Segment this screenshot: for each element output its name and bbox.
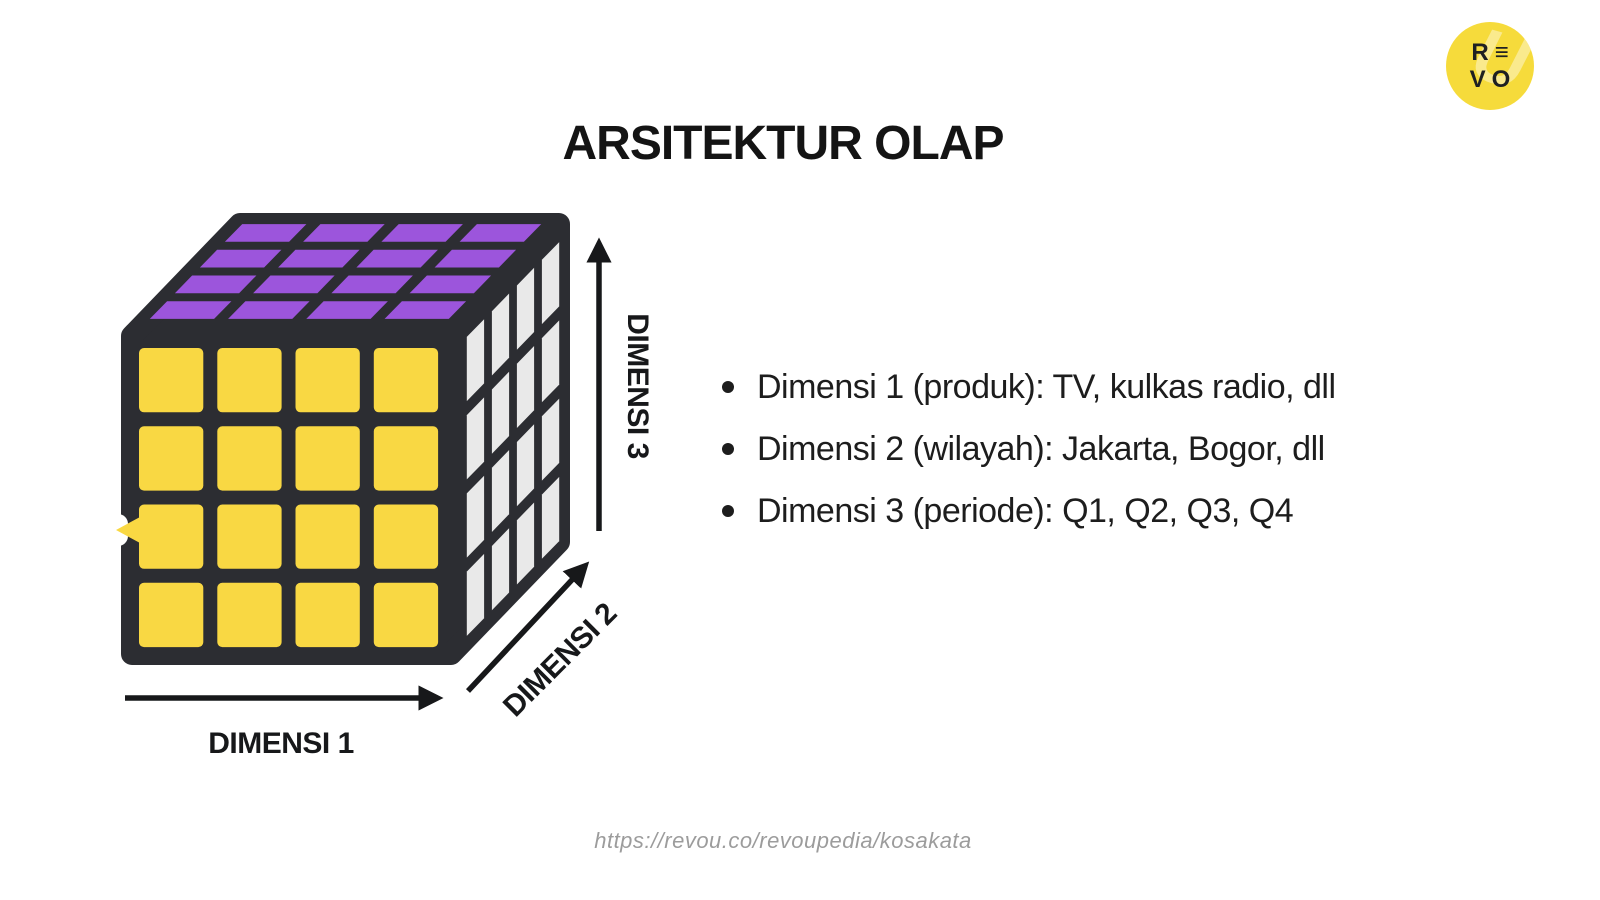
cube-tile-top (306, 301, 388, 319)
source-url: https://revou.co/revoupedia/kosakata (594, 828, 972, 853)
cube-tile-front (295, 504, 360, 569)
cube-tile-front (373, 582, 439, 648)
cube-notch-wedge (116, 517, 140, 543)
cube-tile-front (373, 348, 439, 413)
cube-tile-side (466, 553, 485, 636)
dimensi1-label: DIMENSI 1 (208, 727, 354, 760)
revou-logo: U R≡ VO (1446, 22, 1534, 110)
cube-tile-top (278, 249, 360, 268)
dimensi3-label: DIMENSI 3 (621, 313, 654, 459)
cube-tile-side (466, 397, 485, 480)
cube-tile-top (356, 249, 438, 268)
list-item: Dimensi 1 (produk): TV, kulkas radio, dl… (722, 356, 1336, 418)
cube-tile-front (295, 348, 360, 413)
cube-tile-front (139, 426, 204, 491)
olap-cube-diagram: DIMENSI 1 DIMENSI 2 DIMENSI 3 (106, 213, 654, 760)
cube-tile-top (409, 275, 492, 294)
cube-tile-side (541, 320, 560, 403)
cube-tile-side (491, 371, 510, 454)
list-item: Dimensi 2 (wilayah): Jakarta, Bogor, dll (722, 418, 1336, 480)
cube-tile-top (199, 249, 282, 268)
cube-tile-side (466, 319, 485, 402)
cube-tile-side (516, 424, 535, 507)
cube-tile-side (541, 398, 560, 481)
bullet-dot (722, 443, 734, 455)
cube-tile-top (459, 224, 542, 242)
cube-tile-front (139, 582, 204, 648)
cube-tile-front (217, 582, 282, 648)
cube-tile-front (373, 426, 439, 491)
cube-tile-front (139, 504, 204, 569)
cube-tile-front (295, 426, 360, 491)
bullet-text: Dimensi 1 (produk): TV, kulkas radio, dl… (757, 367, 1336, 406)
dimensi2-label: DIMENSI 2 (497, 597, 623, 723)
cube-tile-front (217, 504, 282, 569)
cube-tile-side (491, 293, 510, 376)
cube-tile-side (491, 450, 510, 532)
cube-tile-side (516, 502, 535, 585)
bullet-dot (722, 505, 734, 517)
cube-tile-top (331, 275, 413, 294)
cube-tile-side (541, 476, 560, 559)
cube-tile-front (217, 348, 282, 413)
cube-tile-top (384, 301, 467, 319)
rubik-cube-illustration (106, 213, 570, 665)
logo-row-bottom: VO (1469, 66, 1517, 93)
cube-tile-side (541, 242, 560, 325)
bullet-dot (722, 381, 734, 393)
bullet-text: Dimensi 3 (periode): Q1, Q2, Q3, Q4 (757, 491, 1294, 530)
bullet-text: Dimensi 2 (wilayah): Jakarta, Bogor, dll (757, 429, 1325, 468)
dimension-list: Dimensi 1 (produk): TV, kulkas radio, dl… (722, 356, 1336, 542)
cube-tile-top (381, 224, 463, 242)
cube-tile-side (516, 346, 535, 428)
dimensi2-arrow (465, 561, 590, 693)
logo-row-top: R≡ (1471, 39, 1515, 66)
cube-tile-side (491, 528, 510, 611)
cube-tile-top (228, 301, 310, 319)
cube-tile-side (466, 475, 485, 558)
cube-tile-top (174, 275, 257, 294)
cube-tile-top (434, 249, 517, 268)
cube-tile-front (295, 582, 360, 648)
cube-tile-front (373, 504, 439, 569)
cube-tile-top (303, 224, 385, 242)
list-item: Dimensi 3 (periode): Q1, Q2, Q3, Q4 (722, 480, 1336, 542)
page-title: ARSITEKTUR OLAP (562, 117, 1005, 171)
cube-tile-front (139, 348, 204, 413)
cube-tile-top (253, 275, 335, 294)
cube-tile-top (224, 224, 307, 242)
cube-tile-front (217, 426, 282, 491)
cube-tile-side (516, 267, 535, 350)
cube-tile-top (149, 301, 232, 319)
logo-letters: R≡ VO (1446, 22, 1534, 110)
